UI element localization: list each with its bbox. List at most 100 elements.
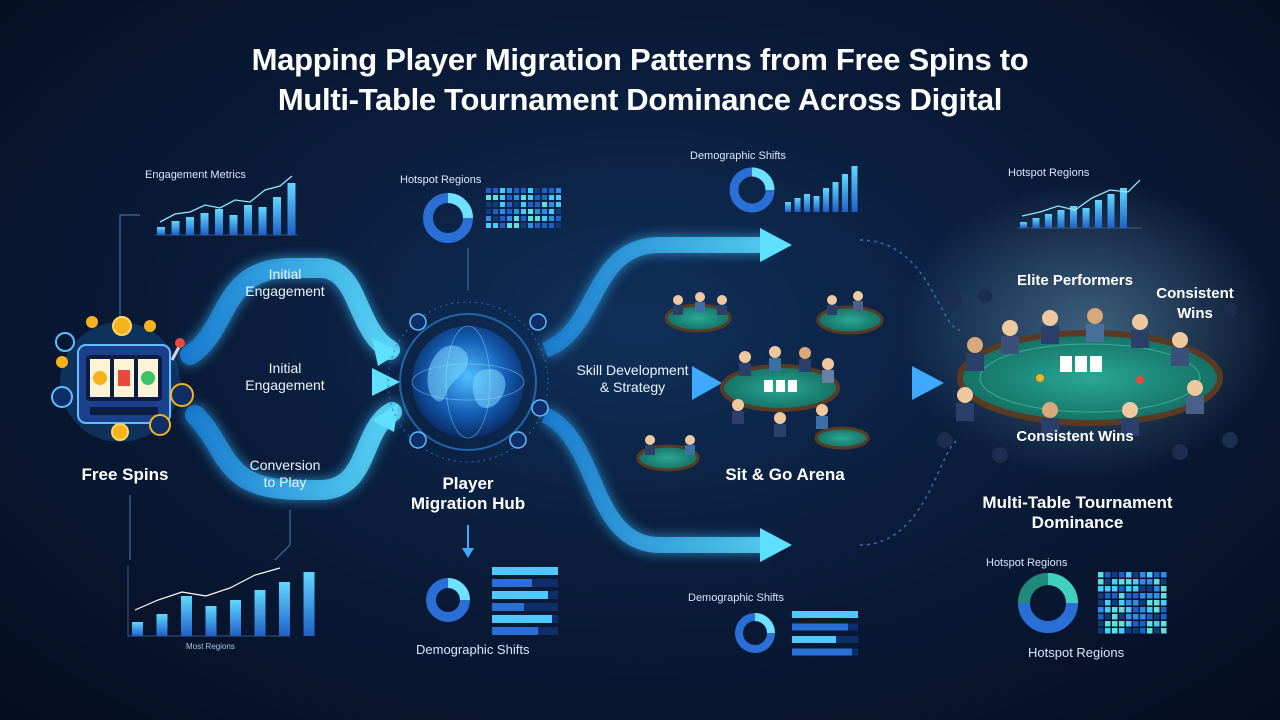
heat-cell xyxy=(528,188,533,193)
bar xyxy=(1032,218,1040,228)
heat-cell xyxy=(556,202,561,207)
heat-cell xyxy=(535,216,540,221)
engagement-metrics-title: Engagement Metrics xyxy=(145,169,246,181)
heat-cell xyxy=(1147,607,1153,613)
heat-cell xyxy=(556,216,561,221)
heat-cell xyxy=(1119,607,1125,613)
heat-cell xyxy=(1119,628,1125,634)
bottom-left-xlabel: Most Regions xyxy=(186,642,235,651)
heat-cell xyxy=(500,209,505,214)
bar xyxy=(254,590,266,636)
bar xyxy=(156,614,168,636)
heat-cell xyxy=(507,195,512,200)
bar xyxy=(1082,208,1090,228)
bottom-demographic-title: Demographic Shifts xyxy=(688,592,784,604)
bar xyxy=(181,596,192,636)
heat-cell xyxy=(1133,586,1139,592)
flow-label-skill: Skill Development& Strategy xyxy=(576,362,689,395)
heat-cell xyxy=(1112,586,1118,592)
heat-cell xyxy=(542,202,547,207)
heat-cell xyxy=(1133,579,1139,585)
bar xyxy=(287,183,296,235)
heat-cell xyxy=(556,195,561,200)
heat-cell xyxy=(1147,628,1153,634)
heat-cell xyxy=(1112,593,1118,599)
heat-cell xyxy=(1119,600,1125,606)
heat-cell xyxy=(1154,572,1160,578)
bar xyxy=(832,182,839,212)
bottom-demographic-donut-chart xyxy=(735,613,775,653)
bar xyxy=(205,606,217,636)
heat-cell xyxy=(556,188,561,193)
heat-cell xyxy=(521,223,526,228)
heat-cell xyxy=(542,195,547,200)
heat-cell xyxy=(1112,628,1118,634)
bar xyxy=(785,202,791,212)
bar xyxy=(492,579,532,587)
heat-cell xyxy=(549,202,554,207)
heat-cell xyxy=(1126,600,1132,606)
heat-cell xyxy=(493,216,498,221)
poker-table-icon xyxy=(636,435,700,472)
slot-machine-icon xyxy=(60,322,185,442)
heat-cell xyxy=(1133,607,1139,613)
heat-cell xyxy=(1140,607,1146,613)
heat-cell xyxy=(486,188,491,193)
heat-cell xyxy=(1112,572,1118,578)
heat-cell xyxy=(1098,614,1104,620)
heat-cell xyxy=(1140,579,1146,585)
heat-cell xyxy=(556,209,561,214)
arrow-icon xyxy=(912,366,944,400)
heat-cell xyxy=(1126,628,1132,634)
demographic-bar-chart xyxy=(785,166,858,212)
heat-cell xyxy=(1112,621,1118,627)
heat-cell xyxy=(1140,621,1146,627)
heat-cell xyxy=(1105,593,1111,599)
heat-cell xyxy=(535,209,540,214)
audience xyxy=(937,289,1238,463)
heat-cell xyxy=(1161,621,1167,627)
hub-demographic-donut-chart xyxy=(426,578,470,622)
bar xyxy=(1070,206,1077,228)
bar-track xyxy=(852,648,858,656)
heat-cell xyxy=(1154,607,1160,613)
hotspot-trend-chart xyxy=(1018,179,1142,229)
heat-cell xyxy=(542,216,547,221)
heat-cell xyxy=(1126,593,1132,599)
heat-cell xyxy=(528,202,533,207)
heat-cell xyxy=(535,195,540,200)
heat-cell xyxy=(1161,572,1167,578)
bar xyxy=(823,188,829,212)
heat-cell xyxy=(1140,586,1146,592)
bar xyxy=(215,209,223,235)
bar xyxy=(794,198,801,212)
heat-cell xyxy=(1105,600,1111,606)
demographic-donut-chart xyxy=(729,167,775,213)
heat-cell xyxy=(1147,614,1153,620)
heat-cell xyxy=(1154,579,1160,585)
bar xyxy=(804,194,810,212)
bar xyxy=(1120,188,1127,228)
heat-cell xyxy=(542,223,547,228)
heat-cell xyxy=(1105,614,1111,620)
heat-cell xyxy=(1154,586,1160,592)
heat-cell xyxy=(535,223,540,228)
hotspot-bottom-right-title: Hotspot Regions xyxy=(1028,645,1125,660)
heat-cell xyxy=(493,223,498,228)
heat-cell xyxy=(1147,579,1153,585)
title-line-2: Multi-Table Tournament Dominance Across … xyxy=(277,82,1003,117)
bar xyxy=(813,196,820,212)
bar xyxy=(492,603,524,611)
heat-cell xyxy=(500,188,505,193)
heat-cell xyxy=(1126,572,1132,578)
bar xyxy=(492,591,548,599)
bar xyxy=(1020,222,1027,228)
arrow-icon xyxy=(372,338,400,366)
bar-track xyxy=(538,627,558,635)
heat-cell xyxy=(1098,579,1104,585)
page-title: Mapping Player Migration Patterns from F… xyxy=(140,40,1140,120)
